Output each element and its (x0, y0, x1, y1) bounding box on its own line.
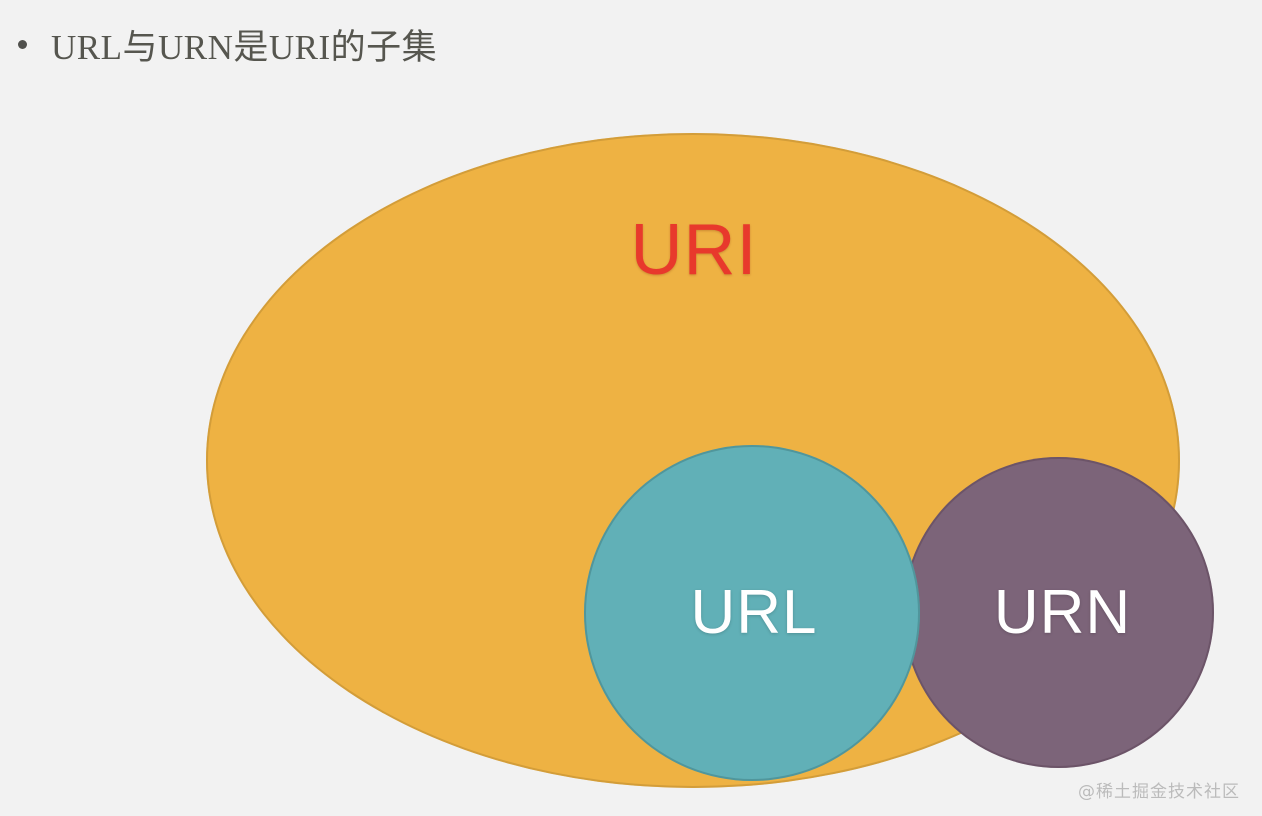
url-set-circle: URL (584, 445, 920, 781)
urn-set-label: URN (993, 577, 1132, 647)
bullet-line: URL与URN是URI的子集 (0, 16, 1262, 72)
uri-set-ellipse: URN URL (206, 133, 1214, 788)
watermark: @稀土掘金技术社区 (1078, 782, 1240, 802)
url-set-label: URL (690, 578, 818, 647)
urn-set-circle: URN (903, 457, 1214, 768)
bullet-marker-icon (18, 39, 27, 49)
bullet-text: URL与URN是URI的子集 (51, 27, 438, 67)
uri-set-label: URI (630, 210, 758, 290)
